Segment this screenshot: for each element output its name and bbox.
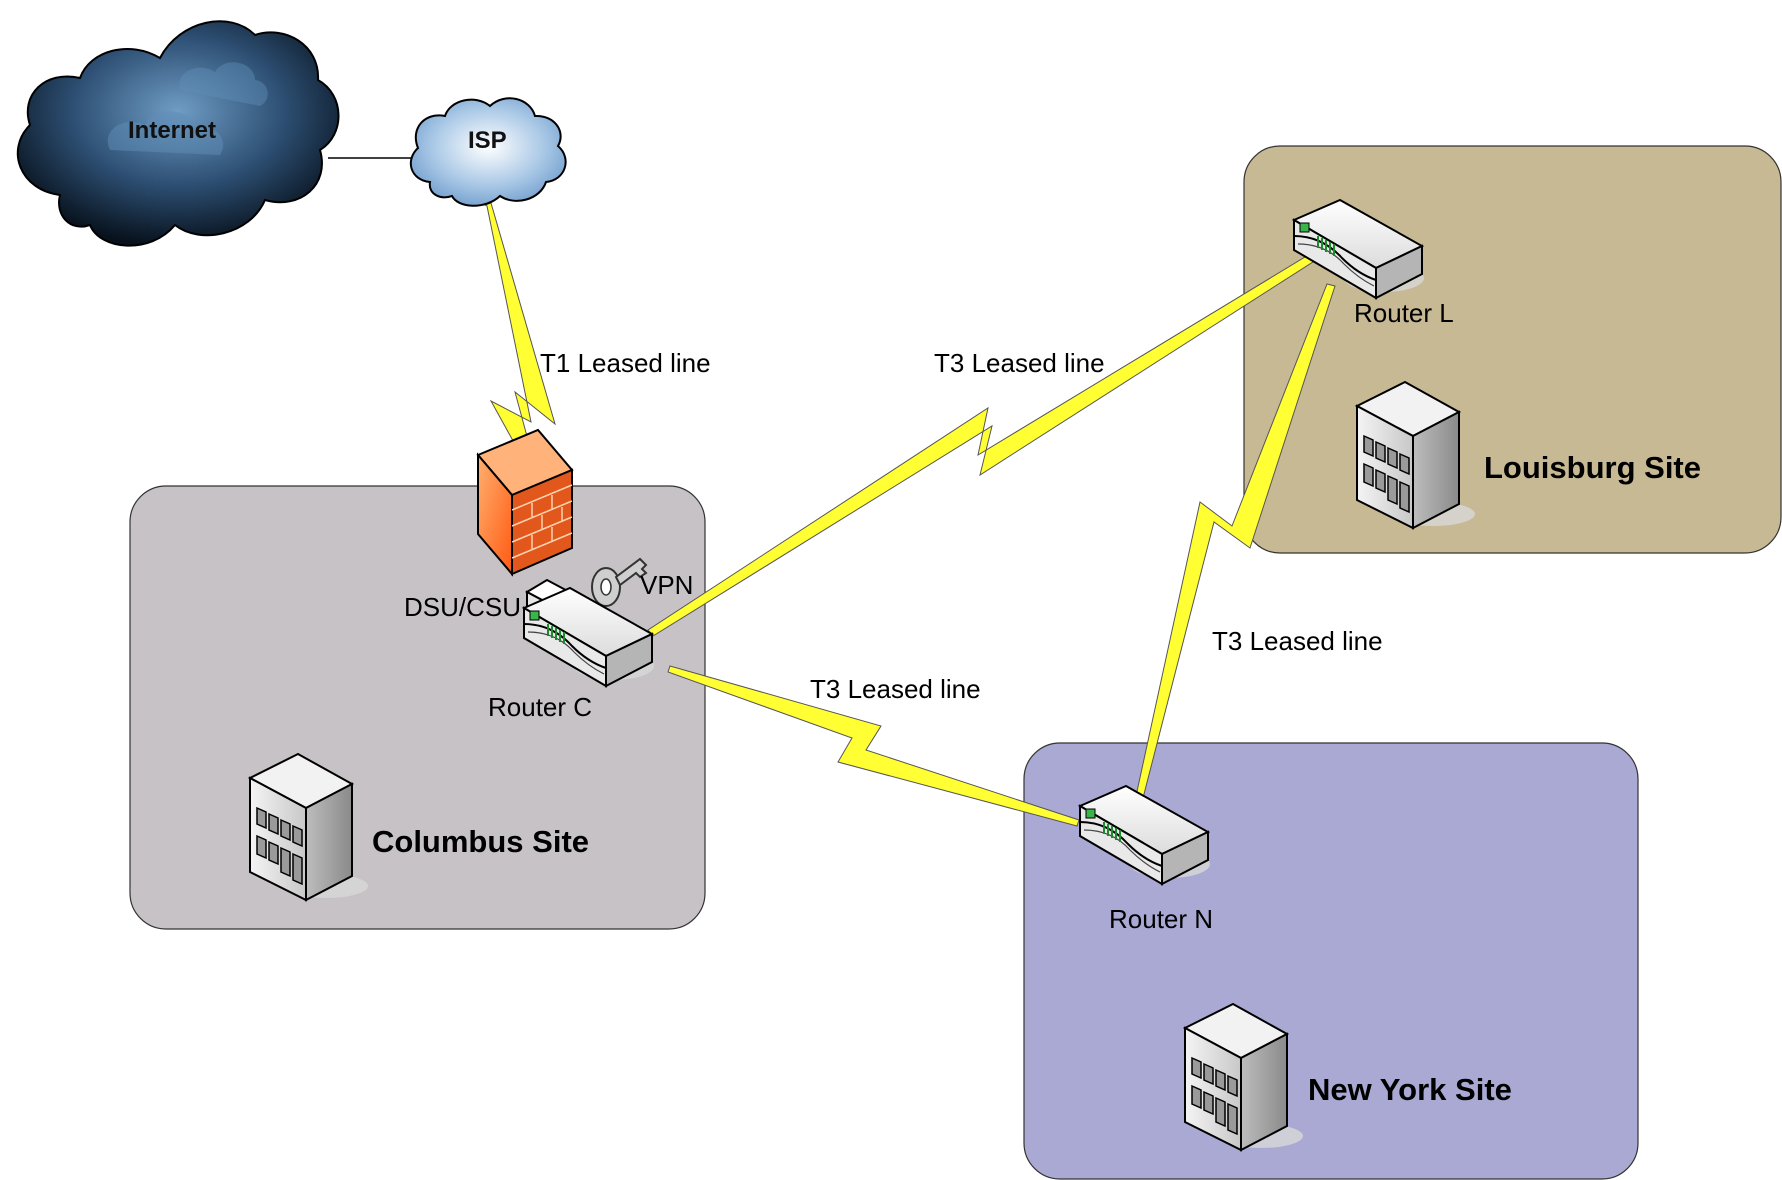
columbus-site-region: [129, 485, 706, 930]
router-n-label: Router N: [1109, 904, 1213, 934]
t3-lightning-columbus-louisburg: [647, 253, 1317, 637]
router-c-label: Router C: [488, 692, 592, 722]
louisburg-site-label: Louisburg Site: [1484, 450, 1701, 485]
t1-link-label: T1 Leased line: [540, 348, 711, 378]
firewall-icon: [476, 428, 574, 577]
t3-louisburg-newyork-label: T3 Leased line: [1212, 626, 1383, 656]
isp-label: ISP: [468, 127, 507, 154]
dsu-csu-label: DSU/CSU: [404, 592, 521, 622]
vpn-label: VPN: [640, 570, 693, 600]
router-l-label: Router L: [1354, 298, 1454, 328]
columbus-site-label: Columbus Site: [372, 824, 589, 859]
vpn-key-icon: [591, 557, 648, 607]
internet-label: Internet: [128, 117, 216, 144]
t1-lightning-link: [483, 202, 556, 449]
t3-columbus-newyork-label: T3 Leased line: [810, 674, 981, 704]
isp-cloud-icon: [409, 97, 567, 207]
newyork-site-label: New York Site: [1308, 1072, 1512, 1107]
t3-columbus-louisburg-label: T3 Leased line: [934, 348, 1105, 378]
internet-cloud-icon: [16, 20, 340, 247]
